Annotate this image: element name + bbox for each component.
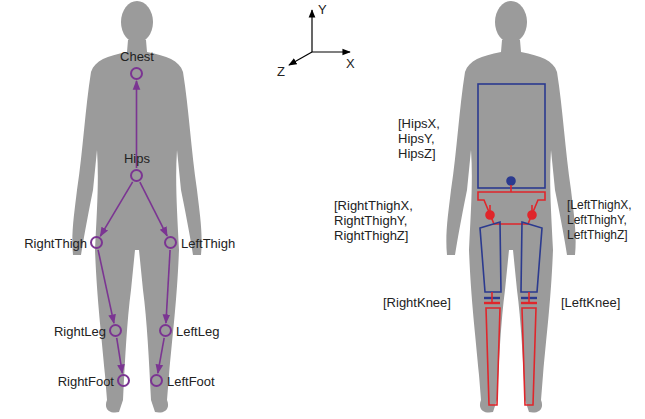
dof-label: [LeftKnee]	[561, 295, 641, 310]
bone-arrow	[158, 338, 164, 373]
bone-arrow	[166, 250, 170, 323]
joint-label: RightLeg	[54, 324, 106, 339]
joint-circle	[117, 374, 130, 387]
joint-label: LeftLeg	[176, 324, 219, 339]
joint-circle	[109, 324, 122, 337]
axes	[289, 10, 350, 65]
joint-label: RightFoot	[58, 374, 114, 389]
joint-circle	[90, 236, 103, 249]
joint-circle	[164, 236, 177, 249]
bone-arrow	[117, 338, 123, 373]
joint-circle	[130, 67, 143, 80]
joint-label: LeftFoot	[167, 374, 215, 389]
dof-label: [RightKnee]	[383, 295, 473, 310]
joint-label: Hips	[124, 151, 150, 166]
dof-label: [HipsX, HipsY, HipsZ]	[398, 116, 464, 161]
joint-label: LeftThigh	[181, 236, 235, 251]
dof-label: [LeftThighX, LeftThighY, LeftThighZ]	[567, 198, 643, 243]
joint-label: RightThigh	[24, 236, 87, 251]
axis-label: Y	[318, 2, 338, 17]
joint-label: Chest	[120, 49, 154, 64]
body-silhouette	[72, 1, 575, 413]
bone-arrow	[140, 182, 167, 236]
joint-circle	[159, 324, 172, 337]
dof-label: [RightThighX, RightThighY, RightThighZ]	[334, 198, 430, 243]
axis-label: X	[346, 56, 366, 71]
joint-circle	[130, 169, 143, 182]
bone-arrow	[100, 182, 132, 236]
bone-arrow	[98, 250, 114, 323]
axis-label: Z	[277, 64, 297, 79]
body-segments	[478, 84, 545, 405]
joint-circle	[150, 374, 163, 387]
